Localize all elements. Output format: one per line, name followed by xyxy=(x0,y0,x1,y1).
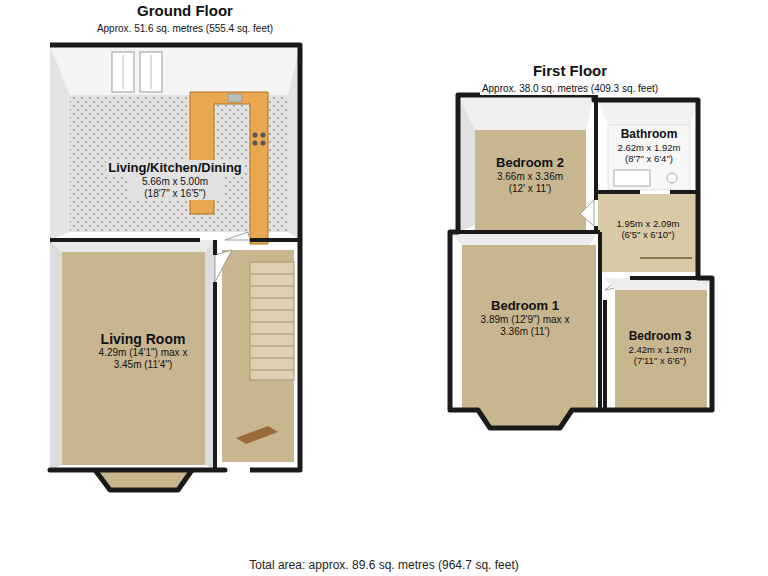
french-door xyxy=(112,52,134,92)
stair-step xyxy=(250,298,294,299)
ground-floor-plan xyxy=(50,45,300,490)
stair-rail xyxy=(640,257,692,259)
room-area: Living Room4.29m (14'1") max x 3.45m (11… xyxy=(78,318,208,384)
bedroom-floor xyxy=(615,290,707,408)
hob-ring xyxy=(253,141,258,146)
floor-outline: Ground FloorApprox. 51.6 sq. metres (555… xyxy=(40,2,330,494)
stair-step xyxy=(250,274,294,370)
floor-area: Approx. 51.6 sq. metres (555.4 sq. feet) xyxy=(95,23,275,35)
stair-step xyxy=(250,286,294,287)
stair-step xyxy=(250,322,294,323)
bay-window-floor xyxy=(478,408,572,426)
room-area: Bedroom 13.89m (12'9") max x 3.36m (11') xyxy=(468,292,582,344)
front-door xyxy=(236,426,278,444)
floor-outline: First FloorApprox. 38.0 sq. metres (409.… xyxy=(430,62,710,442)
stair-step xyxy=(250,310,294,311)
outer-wall xyxy=(450,95,712,428)
stair-step xyxy=(250,334,294,335)
wall-face xyxy=(458,95,475,232)
outer-wall xyxy=(50,45,300,490)
bathroom-floor xyxy=(608,125,690,190)
room-name: Living Room xyxy=(99,331,188,348)
room-dimensions: 2.42m x 1.97m (7'11" x 6'6") xyxy=(618,344,702,367)
inner-wall xyxy=(50,240,300,470)
hob-ring xyxy=(261,141,266,146)
floor-heading: First Floor xyxy=(531,62,609,80)
door-swing xyxy=(215,250,232,282)
stairs xyxy=(250,262,294,380)
room-dimensions: 1.95m x 2.09m (6'5" x 6'10") xyxy=(608,218,688,241)
room-area: Bedroom 23.66m x 3.36m (12' x 11') xyxy=(480,150,580,200)
room-dimensions: 4.29m (14'1") max x 3.45m (11'4") xyxy=(92,347,194,371)
room-area: Living/Kitchen/Dining5.66m x 5.00m (18'7… xyxy=(70,150,280,210)
floor-heading: Ground Floor xyxy=(135,2,235,20)
hob-ring xyxy=(261,133,266,138)
room-dimensions: 2.62m x 1.92m (8'7" x 6'4") xyxy=(609,142,689,165)
wall-face xyxy=(50,240,62,470)
french-door xyxy=(140,52,162,92)
bedroom-floor xyxy=(475,130,586,230)
room-dimensions: 3.89m (12'9") max x 3.36m (11') xyxy=(475,314,575,338)
bath xyxy=(614,170,650,186)
door-pane xyxy=(151,55,152,89)
living-room-floor xyxy=(62,252,205,465)
room-name: Bedroom 3 xyxy=(627,329,694,343)
room-name: Bedroom 1 xyxy=(489,298,561,314)
door-swing xyxy=(580,200,594,226)
total-area-caption: Total area: approx. 89.6 sq. metres (964… xyxy=(0,558,768,572)
door-swing xyxy=(225,232,250,240)
stair-step xyxy=(250,274,294,275)
stair-step xyxy=(250,346,294,347)
room-area: Bedroom 32.42m x 1.97m (7'11" x 6'6") xyxy=(614,324,706,372)
wall-face xyxy=(50,45,70,240)
room-name: Bathroom xyxy=(619,127,680,141)
landing-floor xyxy=(598,194,698,272)
room-area: Bathroom2.62m x 1.92m (8'7" x 6'4") xyxy=(606,124,692,168)
sink xyxy=(228,94,242,102)
room-dimensions: 5.66m x 5.00m (18'7" x 16'5") xyxy=(127,176,223,200)
bedroom-floor xyxy=(462,245,596,408)
first-floor-plan xyxy=(450,95,712,428)
stair-step xyxy=(250,370,294,371)
door-pane xyxy=(123,55,124,89)
hob-ring xyxy=(253,133,258,138)
room-name: Living/Kitchen/Dining xyxy=(106,160,244,176)
hall-floor xyxy=(222,250,294,462)
toilet xyxy=(667,173,677,183)
room-dimensions: 3.66m x 3.36m (12' x 11') xyxy=(487,171,573,195)
wall-face xyxy=(458,95,594,130)
stair-step xyxy=(250,358,294,359)
room-name: Bedroom 2 xyxy=(494,155,566,171)
wall-face xyxy=(50,45,300,95)
floor-area: Approx. 38.0 sq. metres (409.3 sq. feet) xyxy=(480,83,660,95)
wall-face xyxy=(598,100,698,125)
room-area: 1.95m x 2.09m (6'5" x 6'10") xyxy=(604,212,692,246)
